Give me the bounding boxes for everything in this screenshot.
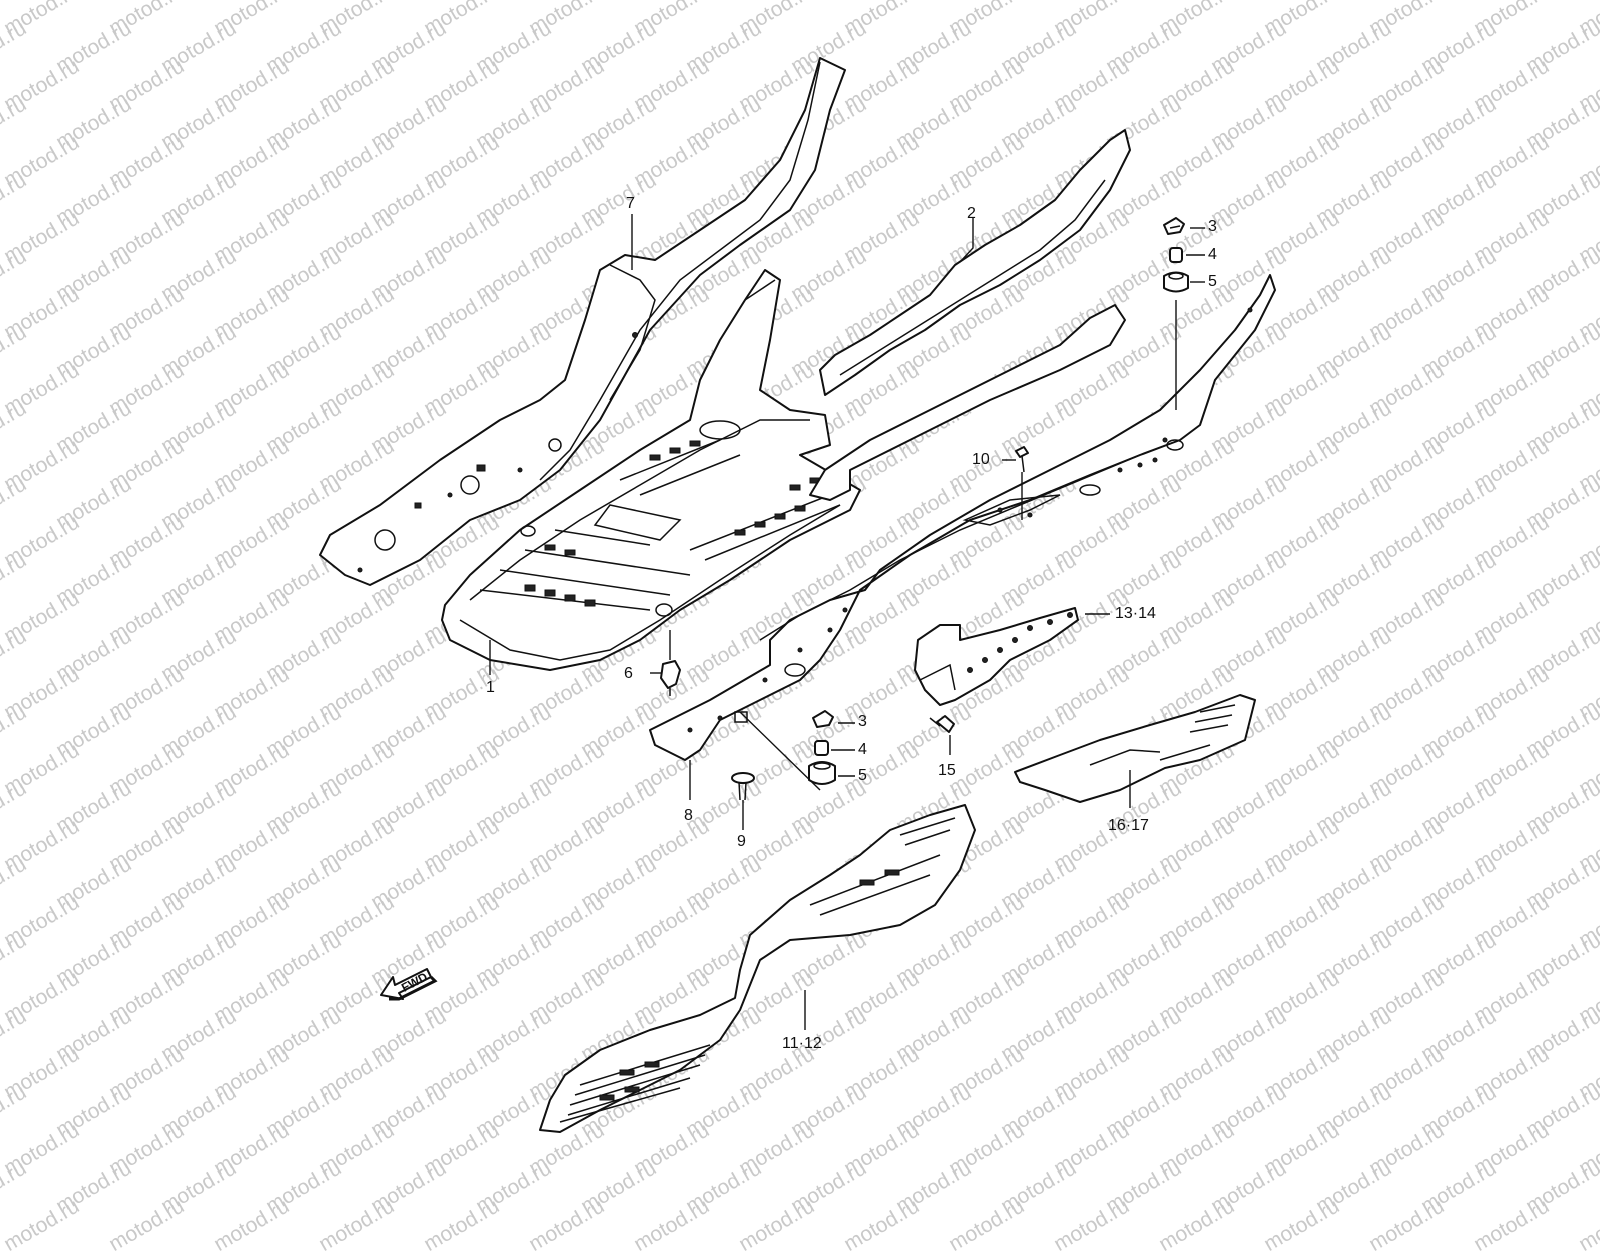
watermark-text: motod.ru: [210, 1194, 294, 1256]
callout-11-12: 11·12: [782, 1035, 822, 1052]
watermark-text: motod.ru: [1365, 1194, 1449, 1256]
callout-13-14: 13·14: [1115, 605, 1156, 622]
watermark-text: motod.ru: [1155, 1194, 1239, 1256]
hardware-3a: [1163, 217, 1185, 235]
watermark-text: motod.ru: [525, 1194, 609, 1256]
watermark-text: motod.ru: [1050, 1194, 1134, 1256]
watermark-text: motod.ru: [735, 1194, 819, 1256]
watermark-text: motod.ru: [420, 1194, 504, 1256]
part-13-14-bracket: [914, 607, 1079, 706]
callout-1: 1: [486, 679, 495, 696]
part-16-17-mat: [1014, 694, 1256, 803]
callout-3-upper: 3: [1208, 218, 1217, 235]
hardware-5b: [808, 761, 836, 785]
watermark-text: motod.ru: [1575, 1194, 1600, 1256]
part-2-side-strip: [819, 129, 1131, 396]
leader-lines: [489, 214, 1205, 1030]
hardware-3b: [812, 710, 834, 728]
callout-8: 8: [684, 807, 693, 824]
callout-15: 15: [938, 762, 956, 779]
watermark-text: motod.ru: [0, 1194, 84, 1256]
callout-4-lower: 4: [858, 741, 867, 758]
watermark-text: motod.ru: [105, 1194, 189, 1256]
watermark-text: motod.ru: [840, 1194, 924, 1256]
hardware-10: [1015, 446, 1029, 473]
hardware-6: [660, 660, 681, 696]
callout-5-lower: 5: [858, 767, 867, 784]
callout-10: 10: [972, 451, 990, 468]
part-11-12-floor-mat: [539, 804, 976, 1133]
callout-4-upper: 4: [1208, 246, 1217, 263]
part-7-frame-cover: [319, 57, 846, 586]
hardware-5a: [1163, 271, 1189, 293]
watermark-text: motod.ru: [1470, 1194, 1554, 1256]
callout-3-lower: 3: [858, 713, 867, 730]
callout-7: 7: [626, 195, 635, 212]
part-1-floor-tray: [441, 269, 861, 671]
hardware-15: [929, 715, 955, 733]
callout-5-upper: 5: [1208, 273, 1217, 290]
callout-16-17: 16·17: [1108, 817, 1149, 834]
watermark-text: motod.ru: [630, 1194, 714, 1256]
hardware-9: [731, 772, 755, 801]
watermark-text: motod.ru: [945, 1194, 1029, 1256]
hardware-4a: [1169, 247, 1183, 263]
watermark-text: motod.ru: [315, 1194, 399, 1256]
callout-6: 6: [624, 665, 633, 682]
fwd-arrow-icon: FWD: [380, 968, 438, 1001]
exploded-view: [319, 57, 1276, 1133]
callout-9: 9: [737, 833, 746, 850]
callout-2: 2: [967, 205, 976, 222]
part-8-side-frame: [649, 274, 1276, 761]
watermark-text: motod.ru: [1260, 1194, 1344, 1256]
hardware-4b: [814, 740, 829, 756]
